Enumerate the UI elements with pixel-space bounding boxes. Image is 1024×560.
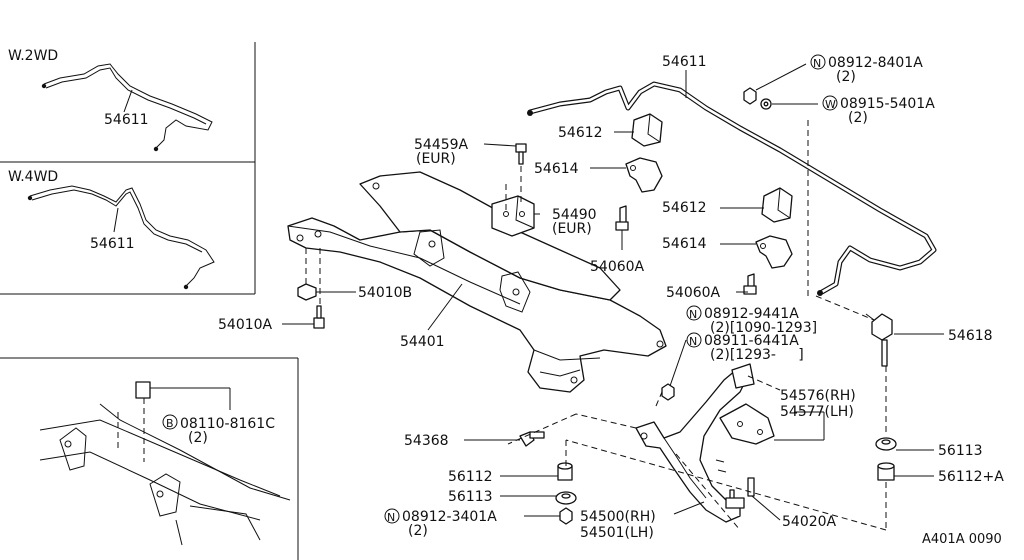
callout-54618: 54618 — [948, 328, 993, 344]
callout-54500: 54500(RH) — [580, 509, 656, 525]
stabilizer-bar — [527, 81, 937, 296]
callout-08110-8161c: 08110-8161C — [180, 416, 275, 432]
prefix-symbols: N W N N N — [384, 54, 838, 524]
bracket-54490 — [491, 195, 535, 237]
nut-symbol-2: N — [689, 308, 697, 321]
callout-54501: 54501(LH) — [580, 525, 654, 541]
bushing-54612-upper — [631, 113, 663, 147]
nut-08912-8401a — [743, 87, 757, 105]
callout-54611: 54611 — [662, 54, 707, 70]
lower-arm-54500 — [635, 363, 755, 523]
washer-56113-right — [875, 437, 897, 451]
inset-frames — [0, 42, 299, 560]
callout-54577: 54577(LH) — [780, 404, 854, 420]
callout-08915-5401a: 08915-5401A — [840, 96, 935, 112]
alignment-lines — [507, 120, 887, 531]
callout-54612-lower: 54612 — [662, 200, 707, 216]
callout-54490-eur: (EUR) — [552, 221, 592, 237]
callout-56113-right: 56113 — [938, 443, 983, 459]
clamp-54614-lower — [755, 235, 793, 269]
bolt-symbol: B — [166, 417, 174, 430]
bolt-54060a-2 — [743, 273, 757, 295]
bracket-54576 — [719, 403, 775, 445]
washer-56113-left — [555, 491, 577, 505]
callout-54060a-2: 54060A — [666, 285, 721, 301]
bushing-54612-lower — [761, 187, 793, 223]
callout-54060a-1: 54060A — [590, 259, 645, 275]
bolt-54060a-1 — [615, 205, 629, 231]
nut-08912-9441a — [661, 383, 675, 401]
clamp-54614-upper — [625, 157, 663, 193]
callout-54010b: 54010B — [358, 285, 412, 301]
callout-08912-8401a-qty: (2) — [836, 69, 856, 85]
callout-54459a: 54459A — [414, 137, 469, 153]
bolt-54459a — [515, 143, 527, 165]
callout-56113-left: 56113 — [448, 489, 493, 505]
inset-2wd: W.2WD 54611 — [8, 48, 213, 152]
ball-joint-54020a — [725, 477, 755, 509]
inset-2wd-label: W.2WD — [8, 48, 58, 64]
washer-08915-5401a — [760, 98, 772, 110]
callout-08911-6441a: 08911-6441A — [704, 333, 799, 349]
inset-4wd-label: W.4WD — [8, 169, 58, 185]
callout-54401: 54401 — [400, 334, 445, 350]
callout-08912-8401a: 08912-8401A — [828, 55, 923, 71]
inset-4wd-part-label: 54611 — [90, 236, 135, 252]
bushing-56112 — [557, 462, 573, 481]
callout-56112: 56112 — [448, 469, 493, 485]
callout-08912-3401a-qty: (2) — [408, 523, 428, 539]
callout-08911-6441a-qty: (2)[1293- ] — [710, 347, 804, 363]
inset-mount-detail: B 08110-8161C (2) — [39, 381, 291, 546]
callout-08915-5401a-qty: (2) — [848, 110, 868, 126]
callout-08912-3401a: 08912-3401A — [402, 509, 497, 525]
callout-54612-upper: 54612 — [558, 125, 603, 141]
bolt-54010a — [313, 305, 325, 329]
callout-54020a: 54020A — [782, 514, 837, 530]
washer-symbol: W — [825, 98, 836, 111]
mount-54010b — [297, 283, 317, 301]
callout-54010a: 54010A — [218, 317, 273, 333]
bushing-56112a — [877, 462, 895, 481]
callout-54368: 54368 — [404, 433, 449, 449]
callout-54459a-eur: (EUR) — [416, 151, 456, 167]
leader-lines — [282, 63, 944, 521]
crossmember-54401 — [287, 171, 667, 393]
inset-2wd-part-label: 54611 — [104, 112, 149, 128]
inset-4wd: W.4WD 54611 — [8, 169, 215, 290]
nut-symbol-3: N — [689, 335, 697, 348]
diagram-id: A401A 0090 — [922, 532, 1002, 547]
callout-08912-9441a: 08912-9441A — [704, 306, 799, 322]
nut-symbol-1: N — [813, 57, 821, 70]
nut-symbol-4: N — [387, 511, 395, 524]
callout-08912-9441a-qty: (2)[1090-1293] — [710, 320, 817, 336]
nut-08912-3401a — [559, 507, 573, 525]
callout-08110-8161c-qty: (2) — [188, 430, 208, 446]
callout-54576: 54576(RH) — [780, 388, 856, 404]
callout-labels: 54611 08912-8401A (2) 08915-5401A (2) 54… — [218, 54, 1004, 547]
callout-54614-upper: 54614 — [534, 161, 579, 177]
callout-54490: 54490 — [552, 207, 597, 223]
connecting-rod-54618 — [865, 313, 893, 367]
callout-54614-lower: 54614 — [662, 236, 707, 252]
bolt-54368 — [519, 431, 545, 447]
callout-56112a: 56112+A — [938, 469, 1004, 485]
